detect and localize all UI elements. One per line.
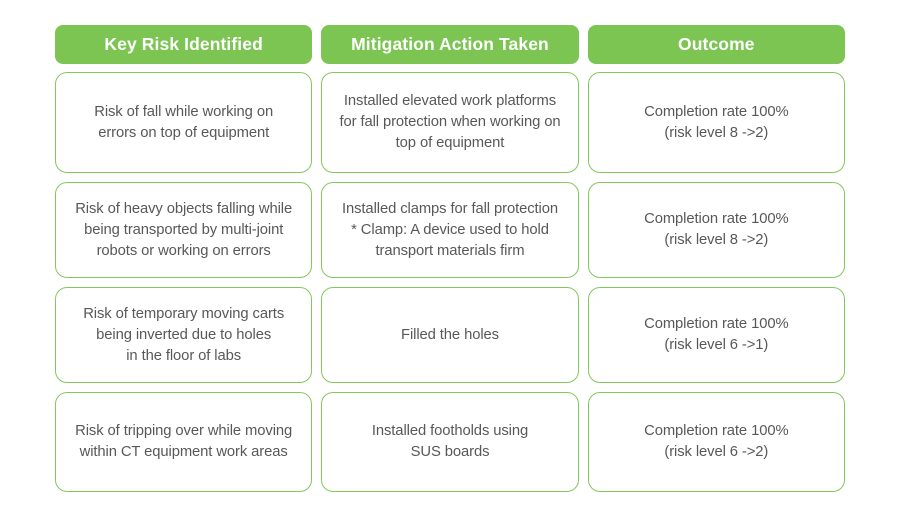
- mitigation-cell-row-1: Installed elevated work platforms for fa…: [321, 72, 579, 173]
- outcome-cell-row-3: Completion rate 100% (risk level 6 ->1): [587, 287, 845, 383]
- risk-mitigation-table: Key Risk Identified Mitigation Action Ta…: [55, 25, 845, 492]
- risk-cell-row-3: Risk of temporary moving carts being inv…: [55, 287, 313, 383]
- risk-cell-row-2: Risk of heavy objects falling while bein…: [55, 182, 313, 278]
- mitigation-cell-row-4: Installed footholds using SUS boards: [321, 392, 579, 492]
- column-header-outcome: Outcome: [587, 25, 845, 64]
- mitigation-cell-row-2: Installed clamps for fall protection * C…: [321, 182, 579, 278]
- table-body: Risk of fall while working on errors on …: [55, 72, 845, 492]
- mitigation-cell-row-3: Filled the holes: [321, 287, 579, 383]
- risk-cell-row-4: Risk of tripping over while moving withi…: [55, 392, 313, 492]
- risk-cell-row-1: Risk of fall while working on errors on …: [55, 72, 313, 173]
- column-header-mitigation-action: Mitigation Action Taken: [321, 25, 579, 64]
- outcome-cell-row-1: Completion rate 100% (risk level 8 ->2): [587, 72, 845, 173]
- table-header-row: Key Risk Identified Mitigation Action Ta…: [55, 25, 845, 64]
- outcome-cell-row-2: Completion rate 100% (risk level 8 ->2): [587, 182, 845, 278]
- column-header-key-risk: Key Risk Identified: [55, 25, 313, 64]
- outcome-cell-row-4: Completion rate 100% (risk level 6 ->2): [587, 392, 845, 492]
